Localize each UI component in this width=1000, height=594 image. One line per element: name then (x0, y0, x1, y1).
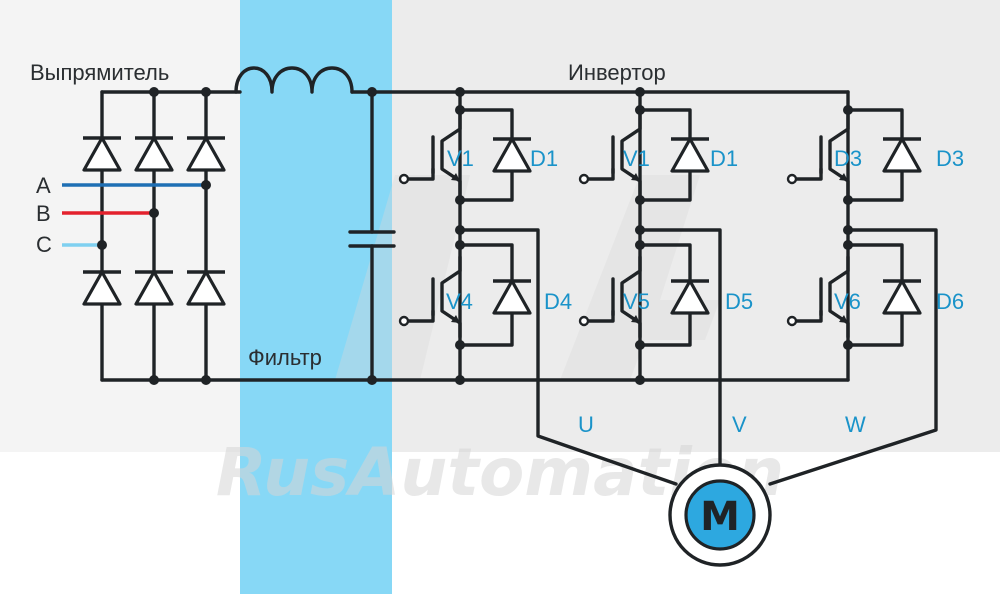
filter-label: Фильтр (248, 345, 322, 370)
output-label-w: W (845, 412, 866, 437)
diode-label-bottom-2: D5 (725, 289, 753, 314)
motor: M (668, 463, 772, 567)
transistor-label-top-3: D3 (834, 146, 862, 171)
motor-label: M (700, 494, 740, 540)
inverter-band (392, 0, 1000, 452)
phase-a-label: A (36, 173, 51, 198)
diode-label-top-3: D3 (936, 146, 964, 171)
diode-label-top-1: D1 (530, 146, 558, 171)
transistor-label-bottom-3: V6 (834, 289, 861, 314)
filter-band (240, 0, 392, 594)
diode-label-top-2: D1 (710, 146, 738, 171)
transistor-label-top-2: V1 (623, 146, 650, 171)
phase-c-label: C (36, 232, 52, 257)
transistor-label-bottom-1: V4 (446, 289, 473, 314)
diode-label-bottom-1: D4 (544, 289, 572, 314)
transistor-label-top-1: V1 (447, 146, 474, 171)
rectifier-label: Выпрямитель (30, 60, 169, 85)
output-label-v: V (732, 412, 747, 437)
transistor-label-bottom-2: V5 (623, 289, 650, 314)
phase-b-label: B (36, 201, 51, 226)
phase-inputs: A B C (36, 173, 211, 257)
inverter (370, 87, 938, 486)
output-label-u: U (578, 412, 594, 437)
rectifier (81, 87, 374, 385)
inverter-label: Инвертор (568, 60, 666, 85)
filter (234, 66, 396, 385)
diode-label-bottom-3: D6 (936, 289, 964, 314)
